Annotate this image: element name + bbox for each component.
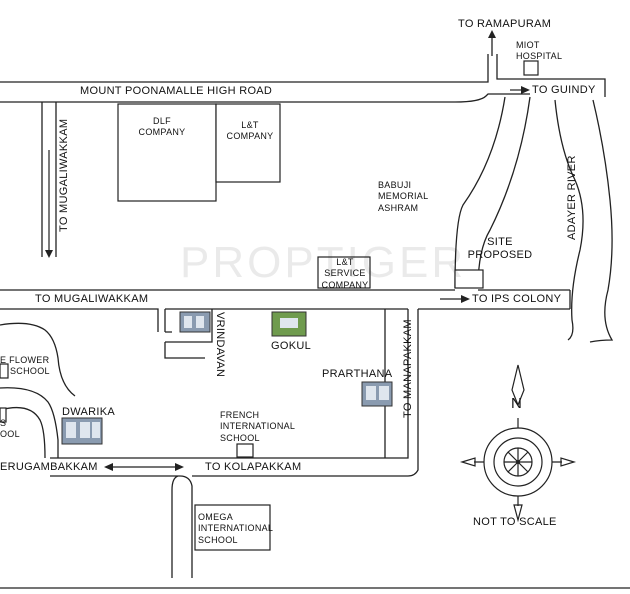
miot-line1: MIOT [516,40,540,50]
adayer-river-left-bank [554,99,584,341]
flower-line1: E FLOWER [0,355,50,365]
miot-line2: HOSPITAL [516,51,563,62]
label-lt-service-company: L&T SERVICE COMPANY [321,257,369,291]
mugaliwakkam-down-arrowhead [45,250,53,258]
compass-rose [459,364,577,523]
label-gokul: GOKUL [271,340,312,352]
label-omega-international-school: OMEGA INTERNATIONAL SCHOOL [198,512,273,546]
ips-colony-arrowhead [461,295,470,303]
label-perungambakkam: ERUGAMBAKKAM [0,461,98,473]
not-to-scale-note: NOT TO SCALE [473,516,557,528]
partial-school-box [0,407,7,423]
label-miot-hospital: MIOT HOSPITAL [516,40,562,63]
compass-north-label: N [511,395,523,412]
ltservice-line2: SERVICE [324,268,366,279]
guindy-curve-road-right-edge [477,96,531,289]
site-line2: PROPOSED [467,248,533,261]
label-french-international-school: FRENCH INTERNATIONAL SCHOOL [220,410,295,444]
partial-school-line2: OOL [0,429,20,440]
label-mount-poonamallee-road: MOUNT POONAMALLE HIGH ROAD [80,85,273,97]
label-to-guindy: TO GUINDY [532,84,596,96]
label-to-mugaliwakkam-horizontal: TO MUGALIWAKKAM [35,293,149,305]
flower-line2: SCHOOL [10,366,50,377]
label-prarthana: PRARTHANA [322,368,393,380]
dlf-line2: COMPANY [138,127,186,138]
babuji-line2: MEMORIAL [378,191,429,202]
label-to-ips-colony: TO IPS COLONY [472,293,562,305]
label-partial-school: S OOL [0,418,20,441]
inner-block-road [164,309,213,359]
left-curve-road-3 [0,406,46,459]
watermark: PROPTIGER [180,238,467,287]
label-dlf-company: DLF COMPANY [138,116,186,139]
manapakkam-road-left-edge [395,309,409,459]
site-line1: SITE [487,236,513,248]
label-to-kolapakkam: TO KOLAPAKKAM [205,461,302,473]
babuji-line3: ASHRAM [378,202,419,213]
left-curve-road-1 [0,322,76,397]
french-line3: SCHOOL [220,432,260,443]
label-vrindavan: VRINDAVAN [214,312,226,378]
omega-line3: SCHOOL [198,534,238,545]
mount-poonamallee-road-top-edge [0,54,606,97]
ltservice-line3: COMPANY [321,279,369,290]
guindy-arrowhead [521,86,530,94]
flower-school-box [0,363,9,379]
lt-line2: COMPANY [226,131,274,142]
partial-school-line1: S [0,418,7,428]
omega-school-box [194,504,271,551]
lt-company-box [215,103,281,183]
ips-colony-road-bottom-edge [0,308,408,333]
adayer-river-right-bank [589,99,614,343]
label-flower-school: E FLOWER SCHOOL [0,355,50,378]
french-line2: INTERNATIONAL [220,421,296,432]
lt-line1: L&T [241,120,259,130]
lt-service-company-box [317,256,371,289]
label-lt-company: L&T COMPANY [226,120,274,143]
label-dwarika: DWARIKA [62,406,116,418]
label-site-proposed: SITE PROPOSED [466,236,534,261]
kolapakkam-road-bottom-edge [50,475,408,578]
ltservice-line1: L&T [336,257,354,267]
dlf-line1: DLF [153,116,171,126]
omega-line1: OMEGA [198,512,234,522]
french-school-box [236,443,254,458]
kolapakkam-left-arrowhead [104,463,113,471]
ips-colony-road-right-segment [418,289,571,310]
label-babuji-memorial-ashram: BABUJI MEMORIAL ASHRAM [378,180,428,214]
kolapakkam-right-arrowhead [175,463,184,471]
babuji-line1: BABUJI [378,180,412,190]
site-proposed-box [454,269,484,289]
guindy-curve-road-left-edge [454,96,506,289]
label-to-ramapuram: TO RAMAPURAM [458,18,552,30]
omega-line2: INTERNATIONAL [198,523,274,534]
ramapuram-arrowhead [488,30,496,38]
french-line1: FRENCH [220,410,260,420]
label-to-manapakkam: TO MANAPAKKAM [402,319,414,418]
miot-hospital-box [523,60,539,76]
label-to-mugaliwakkam-vertical: TO MUGALIWAKKAM [58,118,70,232]
manapakkam-road-right-edge [407,309,419,477]
label-adayer-river: ADAYER RIVER [566,155,578,240]
mount-poonamallee-road-bottom-edge [0,93,530,103]
left-curve-road-2 [0,387,59,458]
